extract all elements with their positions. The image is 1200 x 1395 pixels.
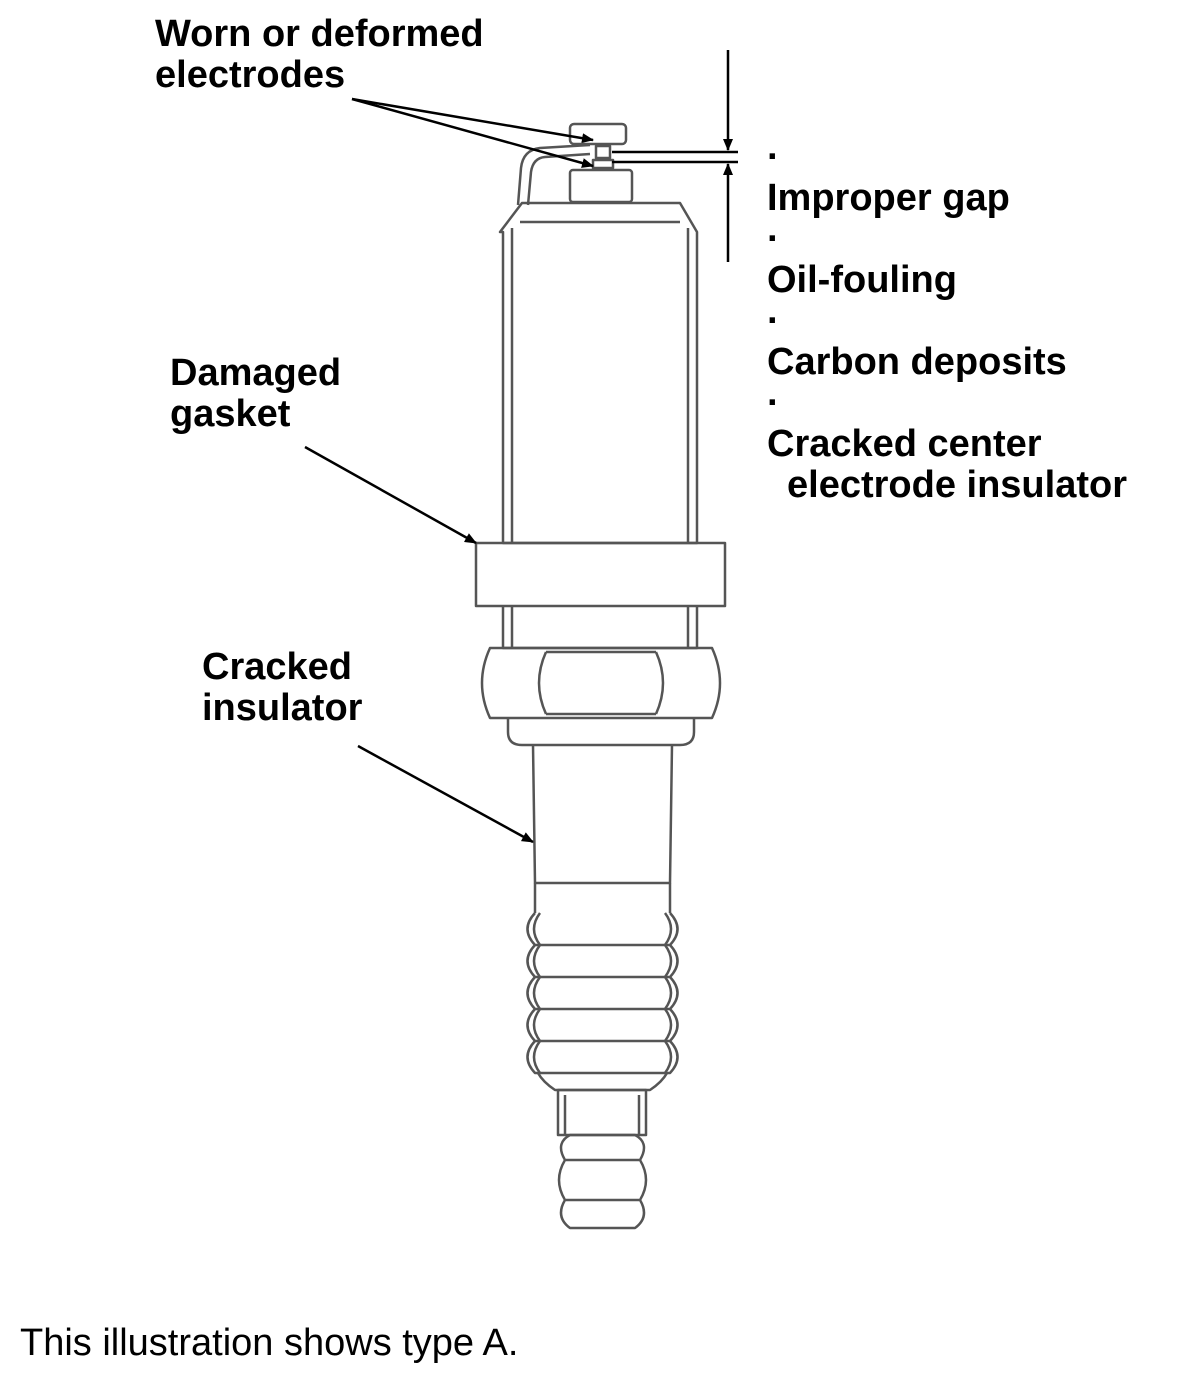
electrode-leader-lower <box>351 97 594 168</box>
label-worn-electrodes: Worn or deformed electrodes <box>155 13 484 96</box>
condition-item: ·Carbon deposits <box>767 300 1067 383</box>
center-electrode-tip <box>594 144 612 160</box>
insulator-ribs <box>526 912 679 1075</box>
terminal-nut <box>557 1133 648 1230</box>
spark-plug <box>474 122 727 1230</box>
upper-shell <box>498 201 699 545</box>
center-electrode-base <box>568 168 634 204</box>
gasket-leader <box>304 445 477 545</box>
caption: This illustration shows type A. <box>20 1322 519 1364</box>
ground-electrode <box>516 143 591 206</box>
gap-dimension <box>612 50 738 262</box>
condition-item: ·Oil-fouling <box>767 218 957 301</box>
condition-list: ·Improper gap ·Oil-fouling ·Carbon depos… <box>767 137 1127 506</box>
ground-electrode-tip <box>568 122 628 146</box>
condition-item: ·Improper gap <box>767 136 1010 219</box>
gasket-shape <box>474 541 727 608</box>
electrode-leader-upper <box>351 97 594 144</box>
hex-nut <box>480 646 722 720</box>
leader-lines <box>304 97 594 844</box>
label-cracked-insulator: Cracked insulator <box>202 646 363 729</box>
condition-item: ·Cracked center <box>767 382 1042 465</box>
label-damaged-gasket: Damaged gasket <box>170 352 342 435</box>
condition-item-continuation: electrode insulator <box>787 464 1127 506</box>
terminal-base <box>556 1088 648 1137</box>
insulator-leader <box>357 744 534 844</box>
insulator-shaft <box>531 744 674 885</box>
